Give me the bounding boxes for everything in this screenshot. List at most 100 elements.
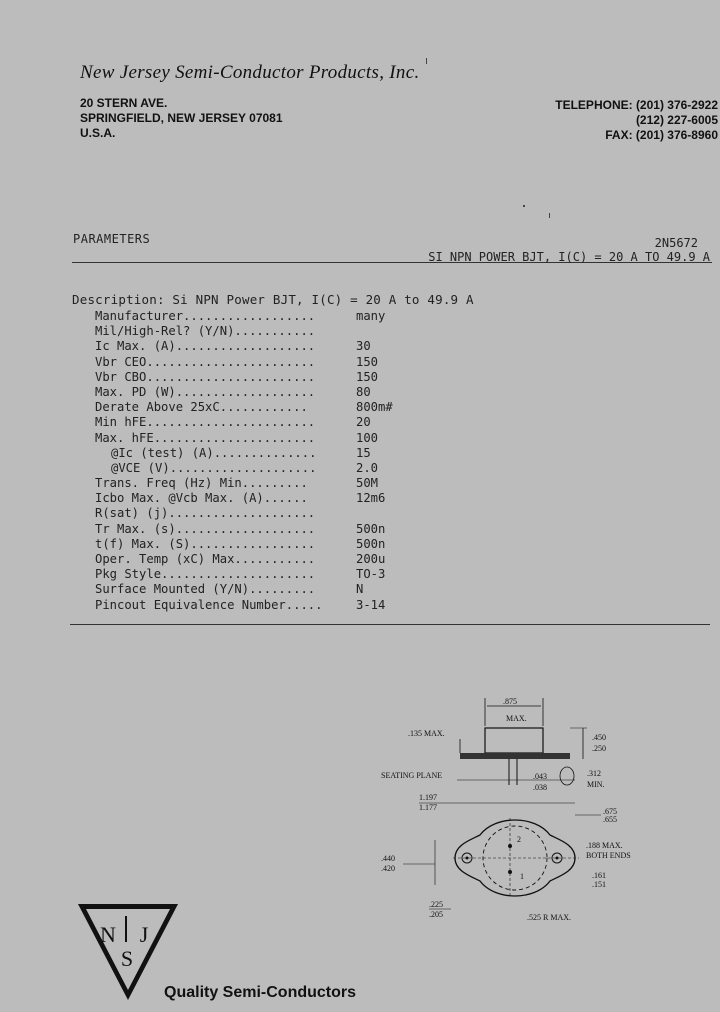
dim-label: .135 MAX. bbox=[408, 729, 445, 738]
parameter-value: 500n bbox=[356, 521, 386, 536]
parameter-value: 80 bbox=[356, 384, 371, 399]
package-outline-drawing: .875 MAX. .135 MAX. .450 .250 SEATING PL… bbox=[381, 697, 631, 922]
parameter-label: Tr Max. (s)................... bbox=[95, 521, 316, 536]
company-name: New Jersey Semi-Conductor Products, Inc. bbox=[80, 62, 420, 83]
parameter-label: Pkg Style..................... bbox=[95, 567, 316, 582]
dim-label: .161 bbox=[592, 871, 606, 880]
scan-speck bbox=[549, 213, 550, 218]
parameter-label: t(f) Max. (S)................. bbox=[95, 536, 316, 551]
dim-label: 1.177 bbox=[419, 803, 437, 812]
dim-label: .151 bbox=[592, 880, 606, 889]
telephone-line: (212) 227-6005 bbox=[635, 113, 718, 127]
parameter-row: Max. PD (W)................... 80 bbox=[95, 385, 393, 400]
parameter-label: @VCE (V).................... bbox=[111, 460, 317, 475]
parameter-value: 3-14 bbox=[356, 597, 386, 612]
parameter-value: 100 bbox=[356, 430, 379, 445]
dim-label: .038 bbox=[533, 783, 547, 792]
address-block: 20 STERN AVE. SPRINGFIELD, NEW JERSEY 07… bbox=[80, 96, 283, 141]
parameter-label: Surface Mounted (Y/N)......... bbox=[95, 582, 316, 597]
parameter-label: Vbr CEO....................... bbox=[95, 354, 316, 369]
tagline: Quality Semi-Conductors bbox=[164, 984, 357, 1001]
parameter-label: Trans. Freq (Hz) Min......... bbox=[95, 476, 308, 491]
parameter-row: R(sat) (j).................... bbox=[95, 506, 393, 521]
parameter-row: Manufacturer.................. many bbox=[95, 309, 393, 324]
logo-letter: N bbox=[100, 922, 116, 947]
parameters-heading: PARAMETERS bbox=[73, 232, 151, 246]
dim-label: SEATING PLANE bbox=[381, 771, 442, 780]
parameter-value: 30 bbox=[356, 339, 371, 354]
parameter-value: 50M bbox=[356, 476, 379, 491]
dim-label: .450 bbox=[592, 733, 606, 742]
dim-label: .205 bbox=[429, 910, 443, 919]
parameter-row: @VCE (V).................... 2.0 bbox=[95, 461, 393, 476]
logo-letter: J bbox=[140, 922, 149, 947]
parameter-value: 15 bbox=[356, 445, 371, 460]
parameter-row: Pkg Style..................... TO-3 bbox=[95, 567, 393, 582]
parameter-value: 200u bbox=[356, 552, 386, 566]
parameter-value: 150 bbox=[356, 354, 379, 369]
telephone-line: TELEPHONE: (201) 376-2922 bbox=[555, 98, 718, 112]
dim-label: .312 bbox=[587, 769, 601, 778]
parameter-value: many bbox=[356, 309, 386, 323]
parameter-label: Ic Max. (A)................... bbox=[95, 339, 316, 354]
parameter-value: N bbox=[356, 582, 364, 597]
address-line: SPRINGFIELD, NEW JERSEY 07081 bbox=[80, 111, 283, 125]
parameter-row: Tr Max. (s)................... 500n bbox=[95, 522, 393, 537]
parameter-value: 150 bbox=[356, 369, 379, 384]
dim-label: MAX. bbox=[506, 714, 527, 723]
parameter-row: t(f) Max. (S)................. 500n bbox=[95, 537, 393, 552]
parameter-row: Vbr CEO....................... 150 bbox=[95, 355, 393, 370]
dim-label: .675 bbox=[603, 807, 617, 816]
dim-label: .525 R MAX. bbox=[527, 913, 571, 922]
dim-label: .875 bbox=[503, 697, 517, 706]
parameter-label: R(sat) (j).................... bbox=[95, 506, 316, 521]
dim-label: .440 bbox=[381, 854, 395, 863]
parameter-value: TO-3 bbox=[356, 567, 386, 582]
part-subtitle: SI NPN POWER BJT, I(C) = 20 A TO 49.9 A bbox=[428, 250, 710, 264]
parameter-row: Ic Max. (A)................... 30 bbox=[95, 339, 393, 354]
dim-label: 2 bbox=[517, 835, 521, 844]
parameter-label: Max. hFE...................... bbox=[95, 430, 316, 445]
divider bbox=[72, 262, 712, 263]
parameter-row: Derate Above 25xC............ 800m# bbox=[95, 400, 393, 415]
parameter-label: @Ic (test) (A).............. bbox=[111, 445, 317, 460]
parameter-value: 800m# bbox=[356, 400, 393, 415]
parameter-label: Max. PD (W)................... bbox=[95, 384, 316, 399]
scan-speck bbox=[426, 58, 427, 64]
dim-label: .225 bbox=[429, 900, 443, 909]
parameter-label: Mil/High-Rel? (Y/N)........... bbox=[95, 324, 316, 339]
dim-label: .420 bbox=[381, 864, 395, 873]
dim-label: .188 MAX. bbox=[586, 841, 623, 850]
parameter-row: Min hFE.......................20 bbox=[95, 415, 393, 430]
divider bbox=[70, 624, 710, 625]
parameter-label: Vbr CBO....................... bbox=[95, 369, 316, 384]
dim-label: BOTH ENDS bbox=[586, 851, 631, 860]
parameter-label: Min hFE....................... bbox=[95, 415, 316, 430]
parameter-row: Icbo Max. @Vcb Max. (A)...... 12m6 bbox=[95, 491, 393, 506]
dim-label: 1 bbox=[520, 872, 524, 881]
parameter-row: Mil/High-Rel? (Y/N)........... bbox=[95, 324, 393, 339]
fax-line: FAX: (201) 376-8960 bbox=[605, 128, 718, 142]
parameter-row: Trans. Freq (Hz) Min......... 50M bbox=[95, 476, 393, 491]
parameter-value: 2.0 bbox=[356, 460, 379, 475]
parameter-value: 12m6 bbox=[356, 491, 386, 506]
address-line: U.S.A. bbox=[80, 126, 116, 140]
parameter-label: Icbo Max. @Vcb Max. (A)...... bbox=[95, 491, 308, 506]
parameter-label: Derate Above 25xC............ bbox=[95, 400, 308, 415]
parameter-row: @Ic (test) (A).............. 15 bbox=[95, 446, 393, 461]
dim-label: 1.197 bbox=[419, 793, 437, 802]
parameter-label: Oper. Temp (xC) Max........... bbox=[95, 552, 316, 566]
dim-label: .250 bbox=[592, 744, 606, 753]
parameter-label: Pincout Equivalence Number..... bbox=[95, 597, 323, 612]
parameter-label: Manufacturer.................. bbox=[95, 309, 316, 323]
dim-label: .043 bbox=[533, 772, 547, 781]
dim-label: .655 bbox=[603, 815, 617, 824]
contact-block: TELEPHONE: (201) 376-2922 (212) 227-6005… bbox=[555, 98, 718, 143]
address-line: 20 STERN AVE. bbox=[80, 96, 168, 110]
parameter-row: Pincout Equivalence Number..... 3-14 bbox=[95, 598, 393, 613]
part-number: 2N5672 bbox=[654, 236, 698, 250]
parameter-value: 500n bbox=[356, 536, 386, 551]
parameter-row: Vbr CBO....................... 150 bbox=[95, 370, 393, 385]
njs-logo: N J S bbox=[78, 904, 178, 1000]
